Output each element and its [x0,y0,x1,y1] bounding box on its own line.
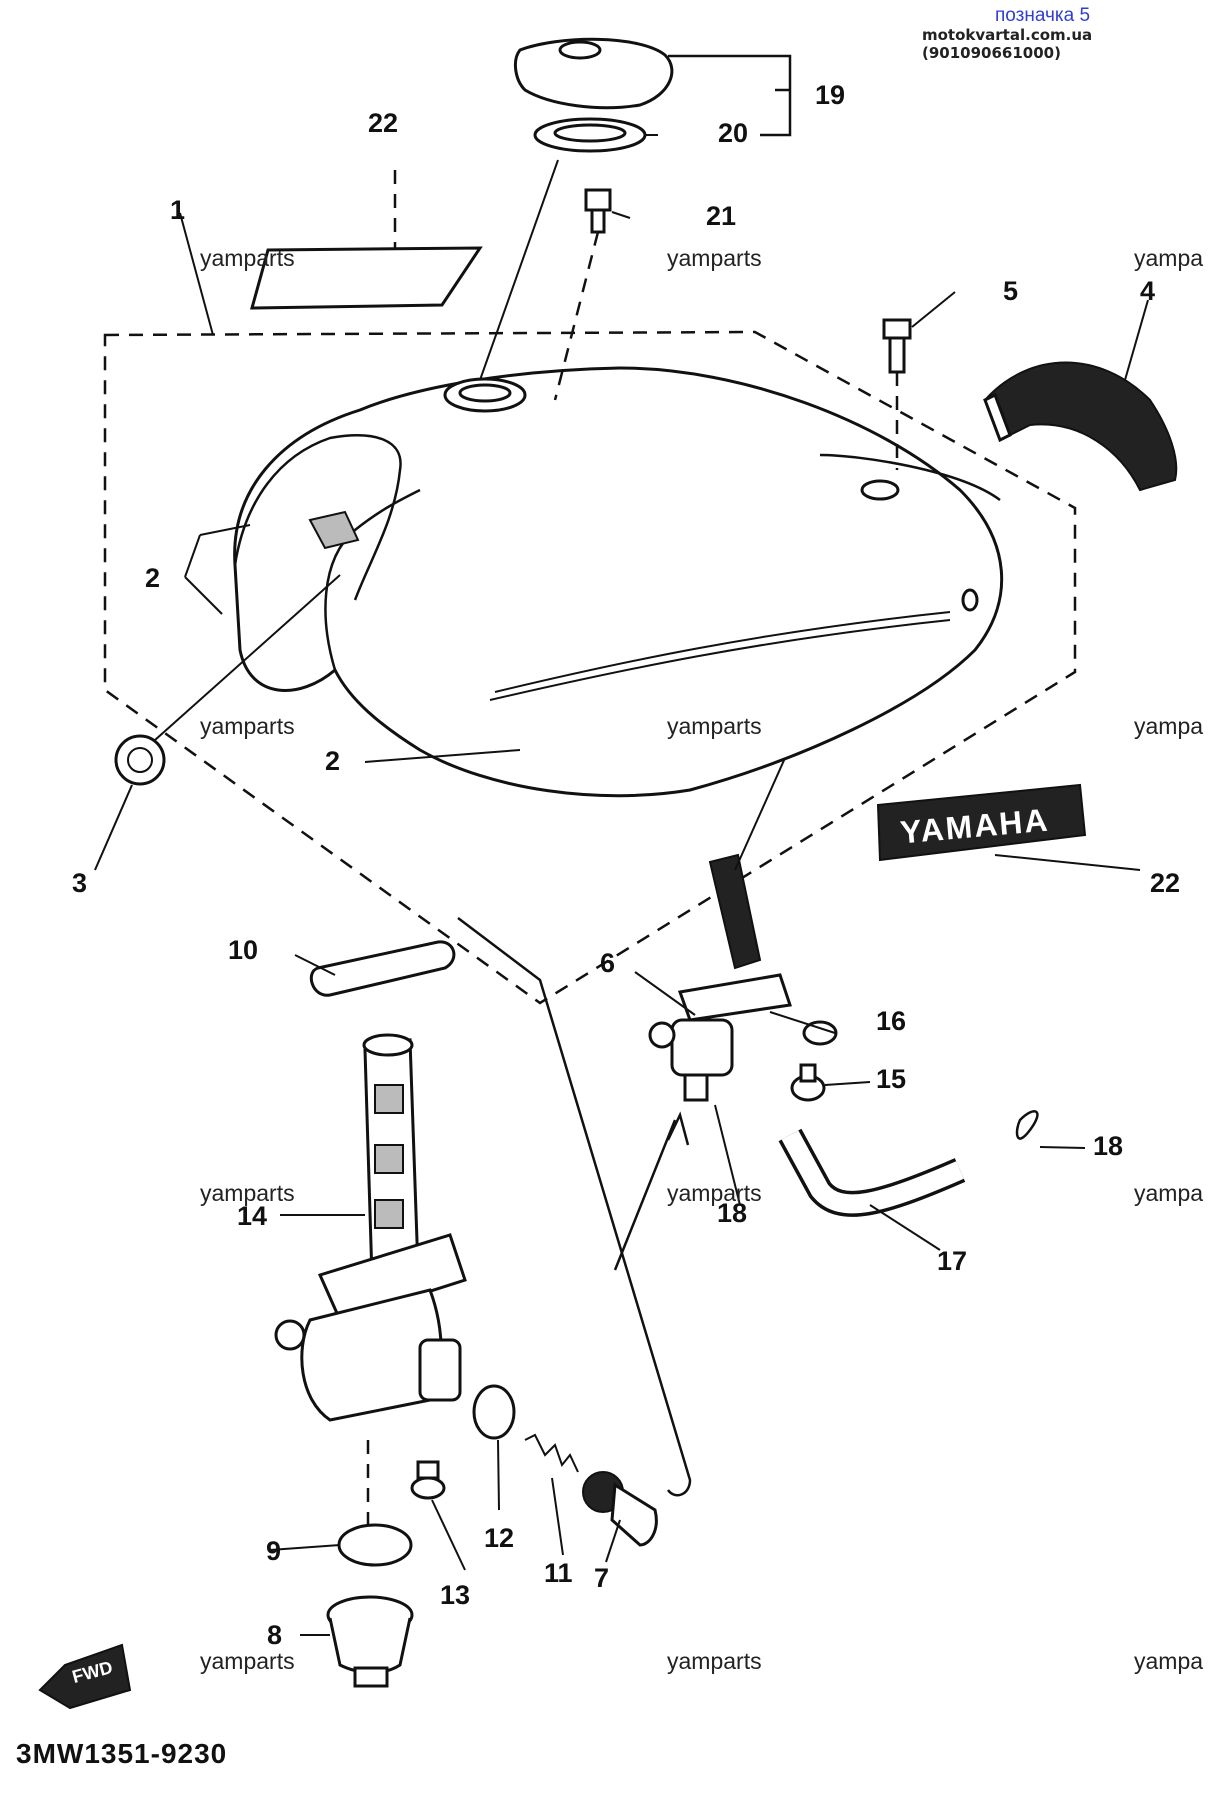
callout-22: 22 [1150,868,1181,898]
lever-7 [582,1471,658,1547]
clip-18 [1015,1110,1039,1140]
disc-12 [472,1384,516,1440]
watermark: yamparts [667,1180,762,1206]
spring-11 [524,1433,579,1473]
screw-13 [410,1460,446,1500]
assembly-outline [103,330,1077,1005]
callout-2: 2 [145,563,161,593]
watermark: yampa [1134,713,1204,739]
fwd-arrow [38,1643,132,1710]
callout-2: 2 [325,746,341,776]
callout-7: 7 [594,1563,610,1593]
watermark: yampa [1134,245,1204,271]
rear-bracket [983,361,1178,492]
leader-bolt-21 [553,231,600,401]
emblem-panel-top [250,246,483,310]
header-title: позначка 5 [995,5,1091,26]
callout-10: 10 [228,935,259,965]
callout-20: 20 [718,118,749,148]
callout-16: 16 [876,1006,907,1036]
yamaha-emblem [876,783,1087,862]
callout-4: 4 [1140,276,1156,306]
grommet [114,734,166,786]
watermark: yamparts [200,1180,295,1206]
callout-17: 17 [937,1246,968,1276]
gasket-10 [309,940,456,997]
filter-cup [326,1595,414,1688]
o-ring [337,1523,413,1567]
callout-18: 18 [717,1198,748,1228]
leader-cap [479,159,559,381]
callout-6: 6 [600,948,616,978]
watermark: yamparts [200,713,295,739]
watermark: yamparts [667,245,762,271]
callout-21: 21 [706,201,737,231]
callout-14: 14 [237,1201,268,1231]
callout-18: 18 [1093,1131,1124,1161]
callout-13: 13 [440,1580,471,1610]
watermark: yampa [1134,1648,1204,1674]
callout-11: 11 [544,1558,573,1588]
callout-15: 15 [876,1064,907,1094]
callout-3: 3 [72,868,88,898]
routing-arrow [613,1111,690,1271]
fuel-tank [233,366,1004,798]
callout-5: 5 [1003,276,1019,306]
callout-leaders [94,134,1149,1636]
filler-neck-inner [458,383,512,403]
callout-1: 1 [170,195,186,225]
callout-8: 8 [267,1620,283,1650]
watermark: yamparts [200,1648,295,1674]
callout-9: 9 [266,1536,282,1566]
callout-22: 22 [368,108,399,138]
fuel-cock-14 [274,1033,467,1422]
watermark: yamparts [667,713,762,739]
fuel-cock-6 [648,853,792,1102]
routing-line [457,917,692,1497]
watermark: yampa [1134,1180,1204,1206]
bolt-21 [584,188,612,234]
fuel-cap [513,37,792,153]
watermark: yamparts [200,245,295,271]
screw-15 [790,1063,826,1102]
washer-16 [802,1020,838,1046]
callout-12: 12 [484,1523,515,1553]
callout-19: 19 [815,80,846,110]
diagram-code: 3MW1351-9230 [16,1738,228,1769]
header-subtitle: motokvartal.com.ua (901090661000) [922,26,1093,62]
watermark: yamparts [667,1648,762,1674]
bolt-5 [882,318,912,374]
leader-cock [734,757,786,871]
leader-grommet [154,574,341,741]
